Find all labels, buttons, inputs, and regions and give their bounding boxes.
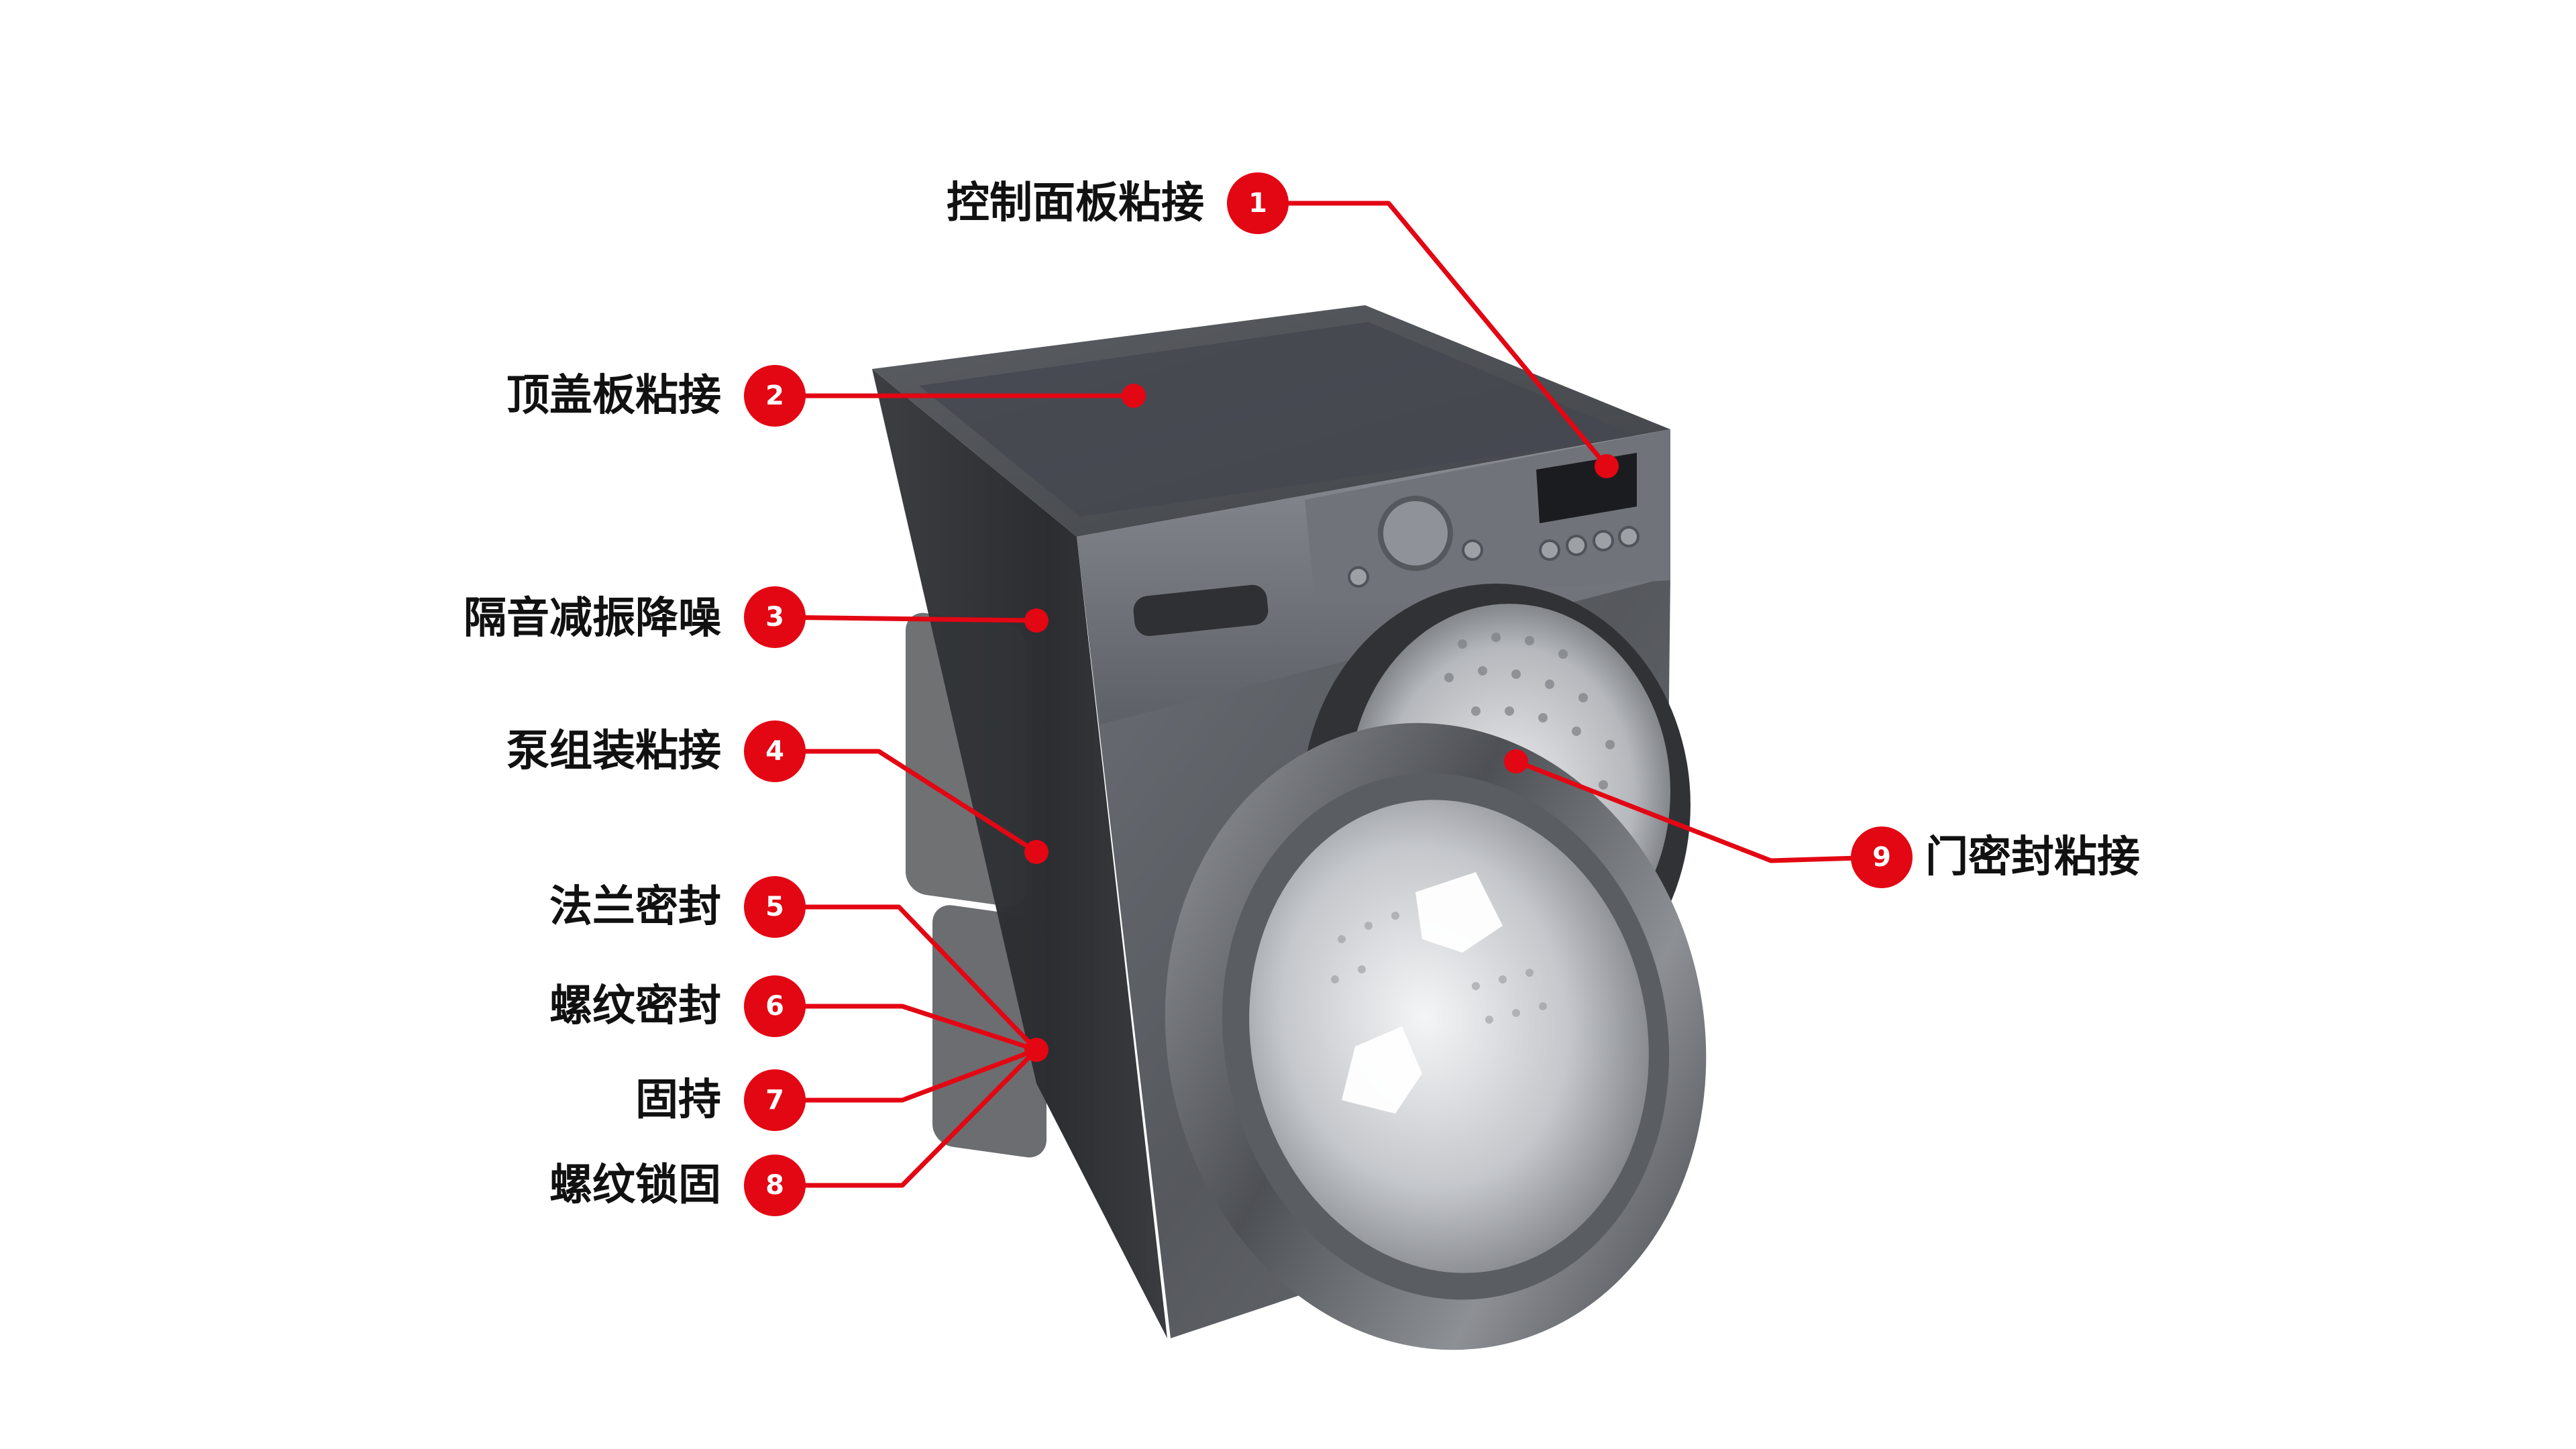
top-inner-panel — [919, 322, 1637, 517]
leader-endpoint-3 — [1024, 608, 1049, 633]
callout-badge-9: 9 — [1851, 826, 1913, 888]
leader-endpoint-9 — [1504, 749, 1528, 773]
leader-endpoint-4 — [1024, 840, 1049, 864]
callout-badge-8: 8 — [744, 1155, 806, 1216]
leader-line-1 — [1258, 201, 1609, 468]
leader-line-4 — [775, 749, 1038, 854]
callout-label-5: 法兰密封 — [549, 882, 721, 932]
panel-button — [1618, 526, 1640, 547]
leader-line-7 — [775, 1047, 1038, 1103]
panel-button-small — [1348, 566, 1369, 588]
callout-label-1: 控制面板粘接 — [947, 178, 1204, 228]
callout-label-7: 固持 — [635, 1075, 721, 1125]
glass-holes — [1331, 912, 1547, 1024]
callout-badge-6: 6 — [744, 975, 806, 1037]
callout-label-9: 门密封粘接 — [1925, 833, 2140, 882]
leader-line-9 — [1515, 759, 1882, 863]
callout-badge-7: 7 — [744, 1069, 806, 1131]
callout-label-8: 螺纹锁固 — [549, 1161, 721, 1210]
callout-badge-5: 5 — [744, 876, 806, 938]
leader-line-6 — [775, 1004, 1038, 1053]
detergent-drawer-handle — [1133, 584, 1269, 637]
callout-label-6: 螺纹密封 — [549, 981, 721, 1031]
callout-badge-3: 3 — [744, 586, 806, 648]
callout-label-2: 顶盖板粘接 — [506, 371, 721, 421]
panel-button — [1539, 539, 1560, 561]
glass-highlight — [1342, 1026, 1422, 1114]
door-glass — [1249, 800, 1649, 1273]
glass-highlight — [1415, 872, 1503, 953]
leader-line-8 — [775, 1048, 1038, 1188]
callout-label-3: 隔音减振降噪 — [464, 594, 721, 643]
panel-button — [1566, 535, 1587, 556]
panel-button — [1593, 530, 1614, 551]
leader-line-5 — [775, 904, 1038, 1052]
callout-badge-2: 2 — [744, 365, 806, 427]
leader-line-3 — [774, 614, 1037, 623]
leader-endpoint-1 — [1595, 454, 1619, 478]
panel-button-small — [1462, 539, 1483, 561]
side-recess-upper — [906, 612, 1026, 907]
program-knob — [1378, 496, 1453, 571]
leader-endpoint-2 — [1122, 384, 1146, 408]
callout-label-4: 泵组装粘接 — [506, 727, 721, 776]
leader-endpoint-8 — [1024, 1038, 1049, 1062]
callout-badge-4: 4 — [744, 720, 806, 782]
callout-badge-1: 1 — [1227, 172, 1289, 234]
